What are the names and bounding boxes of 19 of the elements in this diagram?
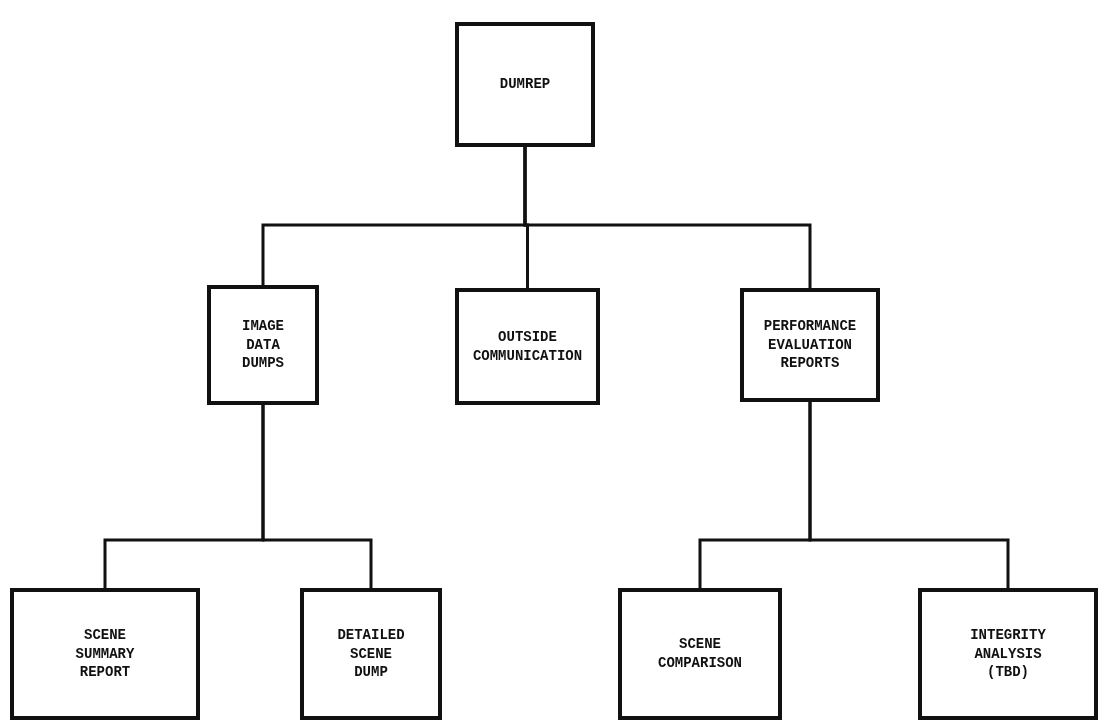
- box-label: OUTSIDE COMMUNICATION: [471, 327, 584, 366]
- box-label: DETAILED SCENE DUMP: [336, 625, 406, 683]
- chart-box: [207, 285, 319, 405]
- box-label: SCENE COMPARISON: [657, 635, 743, 673]
- chart-box: [918, 588, 1098, 720]
- connector-line: [808, 402, 1010, 588]
- chart-box: [455, 288, 600, 405]
- chart-box: [618, 588, 782, 720]
- chart-box: [300, 588, 442, 720]
- box-label: INTEGRITY ANALYSIS (TBD): [969, 625, 1047, 683]
- box-label: PERFORMANCE EVALUATION REPORTS: [762, 316, 858, 374]
- chart-box: [455, 22, 595, 147]
- chart-box: [10, 588, 200, 720]
- chart-box: [740, 288, 880, 402]
- connector-line: [523, 147, 812, 288]
- box-label: DUMREP: [499, 75, 551, 94]
- box-label: SCENE SUMMARY REPORT: [74, 625, 136, 683]
- box-label: IMAGE DATA DUMPS: [241, 316, 285, 374]
- connector-line: [261, 405, 373, 588]
